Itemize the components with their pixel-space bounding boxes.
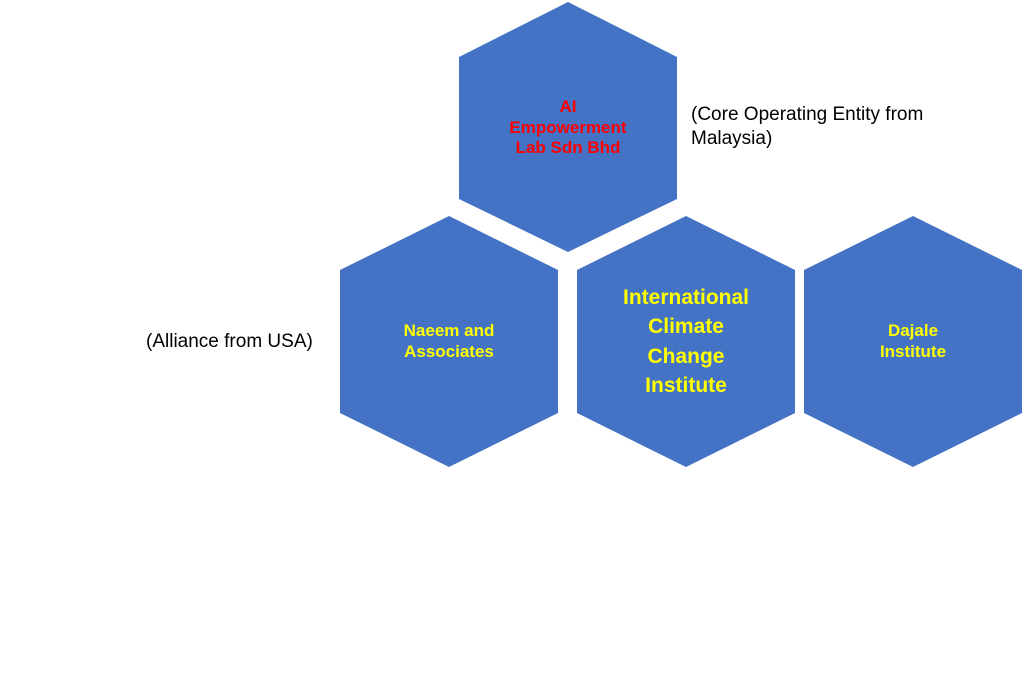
icci-name-line: Climate xyxy=(648,315,724,339)
dajale-name-line: Dajale xyxy=(887,321,939,341)
naeem-label: Naeem and Associates xyxy=(350,270,548,413)
dajale-label: Dajale Institute xyxy=(814,270,1012,413)
icci-name-line: International xyxy=(622,285,749,309)
icci-name-line: Institute xyxy=(645,373,727,397)
core-note-line: (Core Operating Entity from xyxy=(691,104,924,125)
hexagon-naeem xyxy=(340,216,558,467)
icci-label: International Climate Change Institute xyxy=(587,270,785,413)
naeem-name-line: Naeem and xyxy=(403,321,495,341)
core-entity-label: AI Empowerment Lab Sdn Bhd xyxy=(469,60,667,196)
dajale-name-line: Institute xyxy=(879,341,947,361)
naeem-name-line: Associates xyxy=(404,341,494,361)
core-note-line: Malaysia) xyxy=(691,127,773,149)
hexagon-icci xyxy=(577,216,795,467)
hexagon-core xyxy=(459,2,677,252)
hexagon-dajale xyxy=(804,216,1022,467)
icci-name-line: Change xyxy=(647,344,725,368)
core-name-line: AI xyxy=(559,97,577,117)
core-name-line: Lab Sdn Bhd xyxy=(515,138,621,158)
naeem-note: (Alliance from USA) xyxy=(146,331,313,352)
core-entity-note: (Core Operating Entity from Malaysia) xyxy=(691,103,923,151)
core-name-line: Empowerment xyxy=(509,117,627,137)
